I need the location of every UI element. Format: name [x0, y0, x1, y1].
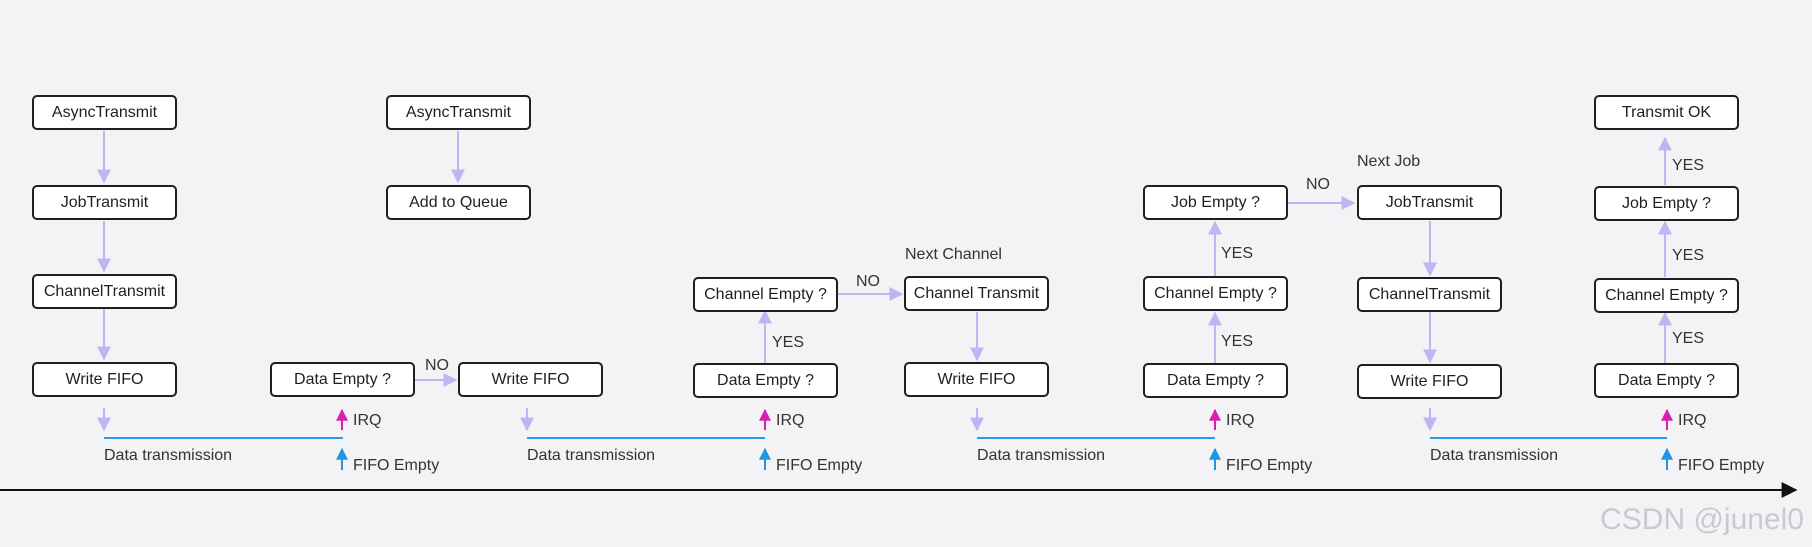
node-write-fifo-1: Write FIFO	[32, 362, 177, 397]
watermark: CSDN @junel0	[1600, 503, 1804, 536]
node-job-empty-8: Job Empty ?	[1594, 186, 1739, 221]
node-write-fifo-7: Write FIFO	[1357, 364, 1502, 399]
label-data-transmission-2: Data transmission	[527, 447, 656, 464]
label-irq-1: IRQ	[353, 412, 382, 429]
node-job-transmit-1: JobTransmit	[32, 185, 177, 220]
label-irq-4: IRQ	[1678, 412, 1707, 429]
node-channel-empty-4: Channel Empty ?	[693, 277, 838, 312]
node-data-empty-8: Data Empty ?	[1594, 363, 1739, 398]
node-channel-transmit-7: ChannelTransmit	[1357, 277, 1502, 312]
label-data-transmission-1: Data transmission	[104, 447, 233, 464]
label-yes-6b: YES	[1221, 333, 1254, 350]
label-no-4: NO	[856, 273, 880, 290]
node-job-empty-6: Job Empty ?	[1143, 185, 1288, 220]
label-yes-8a: YES	[1672, 157, 1705, 174]
label-no-2: NO	[425, 357, 449, 374]
node-data-empty-6: Data Empty ?	[1143, 363, 1288, 398]
node-write-fifo-3: Write FIFO	[458, 362, 603, 397]
label-next-job: Next Job	[1357, 153, 1421, 170]
node-data-empty-2: Data Empty ?	[270, 362, 415, 397]
label-fifo-empty-1: FIFO Empty	[353, 457, 440, 474]
node-add-to-queue: Add to Queue	[386, 185, 531, 220]
node-write-fifo-5: Write FIFO	[904, 362, 1049, 397]
label-data-transmission-4: Data transmission	[1430, 447, 1559, 464]
node-channel-transmit-5: Channel Transmit	[904, 276, 1049, 311]
label-yes-8c: YES	[1672, 330, 1705, 347]
label-irq-3: IRQ	[1226, 412, 1255, 429]
label-fifo-empty-2: FIFO Empty	[776, 457, 863, 474]
label-irq-2: IRQ	[776, 412, 805, 429]
label-fifo-empty-4: FIFO Empty	[1678, 457, 1765, 474]
label-next-channel: Next Channel	[905, 246, 1002, 263]
label-yes-8b: YES	[1672, 247, 1705, 264]
label-yes-4: YES	[772, 334, 805, 351]
label-data-transmission-3: Data transmission	[977, 447, 1106, 464]
label-fifo-empty-3: FIFO Empty	[1226, 457, 1313, 474]
node-channel-empty-6: Channel Empty ?	[1143, 276, 1288, 311]
node-data-empty-4: Data Empty ?	[693, 363, 838, 398]
node-job-transmit-7: JobTransmit	[1357, 185, 1502, 220]
label-no-6: NO	[1306, 176, 1330, 193]
node-async-transmit-1: AsyncTransmit	[32, 95, 177, 130]
label-yes-6a: YES	[1221, 245, 1254, 262]
node-channel-empty-8: Channel Empty ?	[1594, 278, 1739, 313]
node-channel-transmit-1: ChannelTransmit	[32, 274, 177, 309]
node-transmit-ok: Transmit OK	[1594, 95, 1739, 130]
node-async-transmit-3: AsyncTransmit	[386, 95, 531, 130]
